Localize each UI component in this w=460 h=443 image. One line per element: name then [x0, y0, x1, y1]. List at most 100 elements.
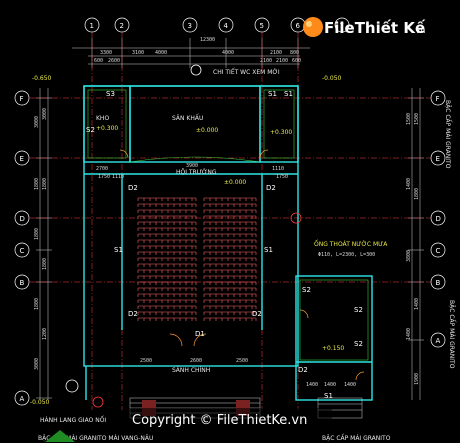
seat-row [203, 281, 257, 285]
right-dim: 3800 [406, 250, 412, 262]
watermark: Copyright © FileThietKe.vn [126, 408, 332, 430]
seat-row [203, 263, 257, 267]
seat-row [137, 317, 197, 321]
steps-note-vertical-right-2: BẬC CẤP MÀI GRANITO [448, 300, 456, 369]
inner-dim: 1400 [306, 382, 318, 388]
level-mark: +0.300 [270, 129, 292, 136]
seat-row [137, 311, 197, 315]
axis-label-top: 2 [120, 22, 124, 30]
seat-row [203, 245, 257, 249]
seat-row [137, 287, 197, 291]
right-dim: 1500 [414, 113, 420, 125]
right-dim: 1500 [406, 113, 412, 125]
top-dim-2: 600 [292, 58, 301, 64]
left-dim: 1800 [34, 298, 40, 310]
section-markers [65, 64, 302, 408]
window-tag: S1 [268, 90, 277, 98]
axis-label-top: 5 [260, 22, 264, 30]
seat-row [137, 275, 197, 279]
door-tag: S1 [324, 392, 333, 400]
level-mark: ±0.000 [224, 179, 246, 186]
seat-row [137, 203, 197, 207]
seat-row [137, 263, 197, 267]
top-dim: 2100 [270, 50, 282, 56]
window-tag: S2 [354, 306, 363, 314]
seat-row [137, 239, 197, 243]
level-marks: -0.650 +0.300 ±0.000 +0.300 -0.050 +0.15… [30, 75, 344, 406]
top-dimensions [72, 38, 310, 68]
door-tag: D2 [252, 310, 262, 318]
left-dim: 1800 [34, 228, 40, 240]
steps-note-vertical-right: BẬC CẤP MÀI GRANITO [444, 100, 452, 169]
window-tag: S2 [302, 286, 311, 294]
left-dim: 1200 [42, 328, 48, 340]
auditorium-seats [137, 197, 257, 321]
top-dim-2: 2100 [260, 58, 272, 64]
seat-row [137, 245, 197, 249]
axis-label-right: B [436, 279, 441, 287]
steps-note-left: BẬC CẤP MÀI GRANITO MÀI VANG-NÂU [38, 434, 153, 442]
top-dimension-values: 3300 3100 4000 4000 2100 800 600 2600 21… [94, 50, 301, 64]
window-tag: S1 [114, 246, 123, 254]
drain-pipe-note: ỐNG THOÁT NƯỚC MƯA [314, 240, 388, 248]
corridor-label: HÀNH LANG GIAO NỐI [40, 416, 106, 424]
seat-row [203, 251, 257, 255]
right-dim: 1800 [414, 188, 420, 200]
inner-dim: 1110 [112, 174, 124, 180]
right-dim: 1400 [414, 298, 420, 310]
axis-label-left: C [20, 247, 25, 255]
axis-label-left: A [20, 395, 25, 403]
left-dim: 3000 [42, 108, 48, 120]
level-mark: ±0.000 [196, 127, 218, 134]
door-tag: D2 [128, 310, 138, 318]
top-dim: 4000 [222, 50, 234, 56]
window-tag: S1 [264, 246, 273, 254]
left-axis-bubbles [14, 90, 30, 406]
window-tag: S2 [354, 340, 363, 348]
inner-dim: 2700 [96, 166, 108, 172]
axis-label-top: 4 [224, 22, 229, 30]
top-dim: 4000 [155, 50, 167, 56]
inner-dim: 3900 [186, 163, 198, 169]
axis-label-top: 1 [90, 22, 94, 30]
top-dim-2: 2100 [276, 58, 288, 64]
inner-dim: 1400 [324, 382, 336, 388]
site-logo: FileThiết Kế .vn [303, 17, 426, 37]
seat-row [137, 197, 197, 201]
axis-label-top: 6 [296, 22, 301, 30]
seat-row [137, 299, 197, 303]
seat-row [137, 215, 197, 219]
seat-row [137, 227, 197, 231]
right-dimension-values: 1500 1500 1400 1800 3800 1400 1400 1900 [406, 113, 420, 385]
level-mark: +0.150 [322, 345, 344, 352]
left-dim: 1800 [42, 258, 48, 270]
seat-row [203, 221, 257, 225]
axis-label-top: 7 [340, 22, 344, 30]
top-dim-2: 600 [94, 58, 103, 64]
seat-row [203, 299, 257, 303]
level-mark: +0.300 [96, 125, 118, 132]
level-mark: -0.050 [322, 75, 342, 82]
room-label-kho: KHO [96, 115, 109, 122]
seat-row [203, 275, 257, 279]
right-dim: 1400 [406, 178, 412, 190]
inner-dim: 1750 [276, 174, 288, 180]
window-tag: S2 [86, 126, 95, 134]
door-tag: D2 [128, 184, 138, 192]
seat-row [203, 239, 257, 243]
seat-row [203, 287, 257, 291]
top-dim: 3300 [100, 50, 112, 56]
room-label-stage: SÂN KHẤU [172, 114, 203, 122]
top-dim: 3100 [132, 50, 144, 56]
axis-label-top: 3 [188, 22, 192, 30]
seat-row [137, 209, 197, 213]
seat-row [203, 233, 257, 237]
door-tag: D2 [266, 184, 276, 192]
steps-note-right: BẬC CẤP MÀI GRANITO [322, 434, 391, 442]
left-dim: 1800 [34, 178, 40, 190]
seat-row [203, 257, 257, 261]
level-mark: -0.050 [30, 399, 50, 406]
left-dim: 3000 [34, 116, 40, 128]
inner-dim: 1750 [98, 174, 110, 180]
